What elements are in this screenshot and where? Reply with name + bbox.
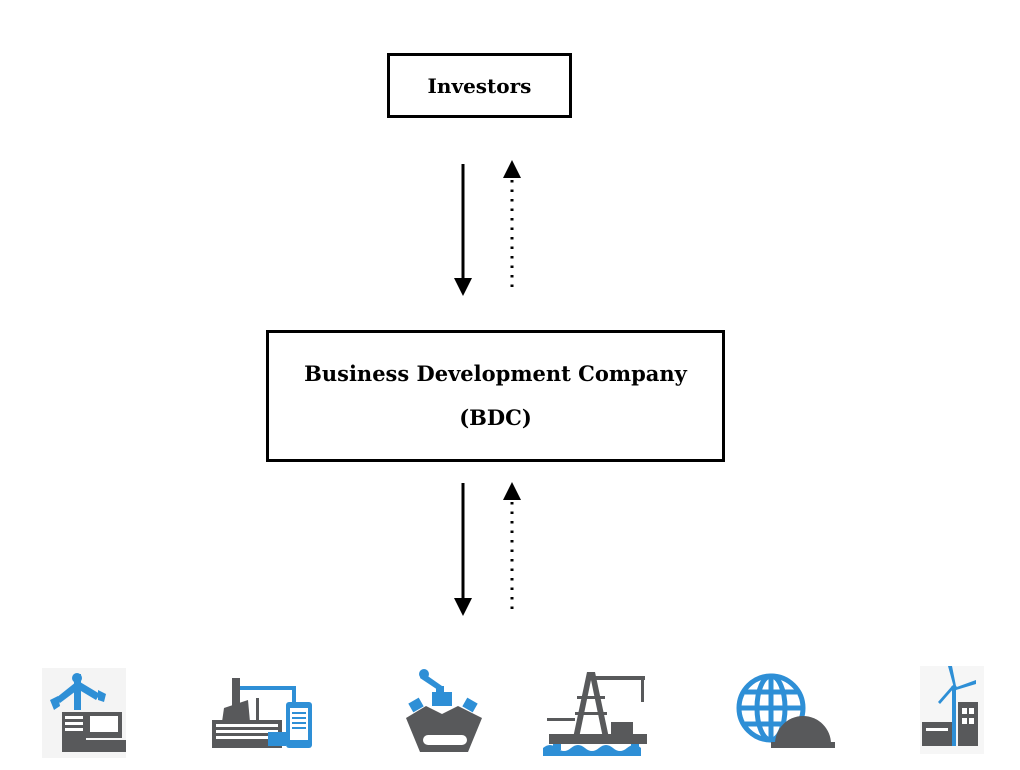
wind-turbine-building-icon (920, 666, 984, 754)
arrow-bdc-to-investors (503, 160, 521, 288)
bdc-label-line1: Business Development Company (304, 361, 687, 386)
arrow-portfolio-to-bdc (503, 482, 521, 610)
investors-label: Investors (427, 73, 532, 98)
globe-hardhat-icon (736, 673, 835, 748)
bdc-label-line2: (BDC) (459, 405, 532, 430)
robotic-arm-computer-icon (42, 668, 126, 758)
conveyor-robot-icon (406, 669, 482, 752)
factory-tablet-icon (212, 678, 312, 748)
investors-box: Investors (387, 53, 572, 118)
bdc-box: Business Development Company (BDC) (266, 330, 725, 462)
oil-rig-icon (543, 672, 647, 756)
arrow-investors-to-bdc (454, 164, 472, 296)
arrow-bdc-to-portfolio (454, 483, 472, 616)
